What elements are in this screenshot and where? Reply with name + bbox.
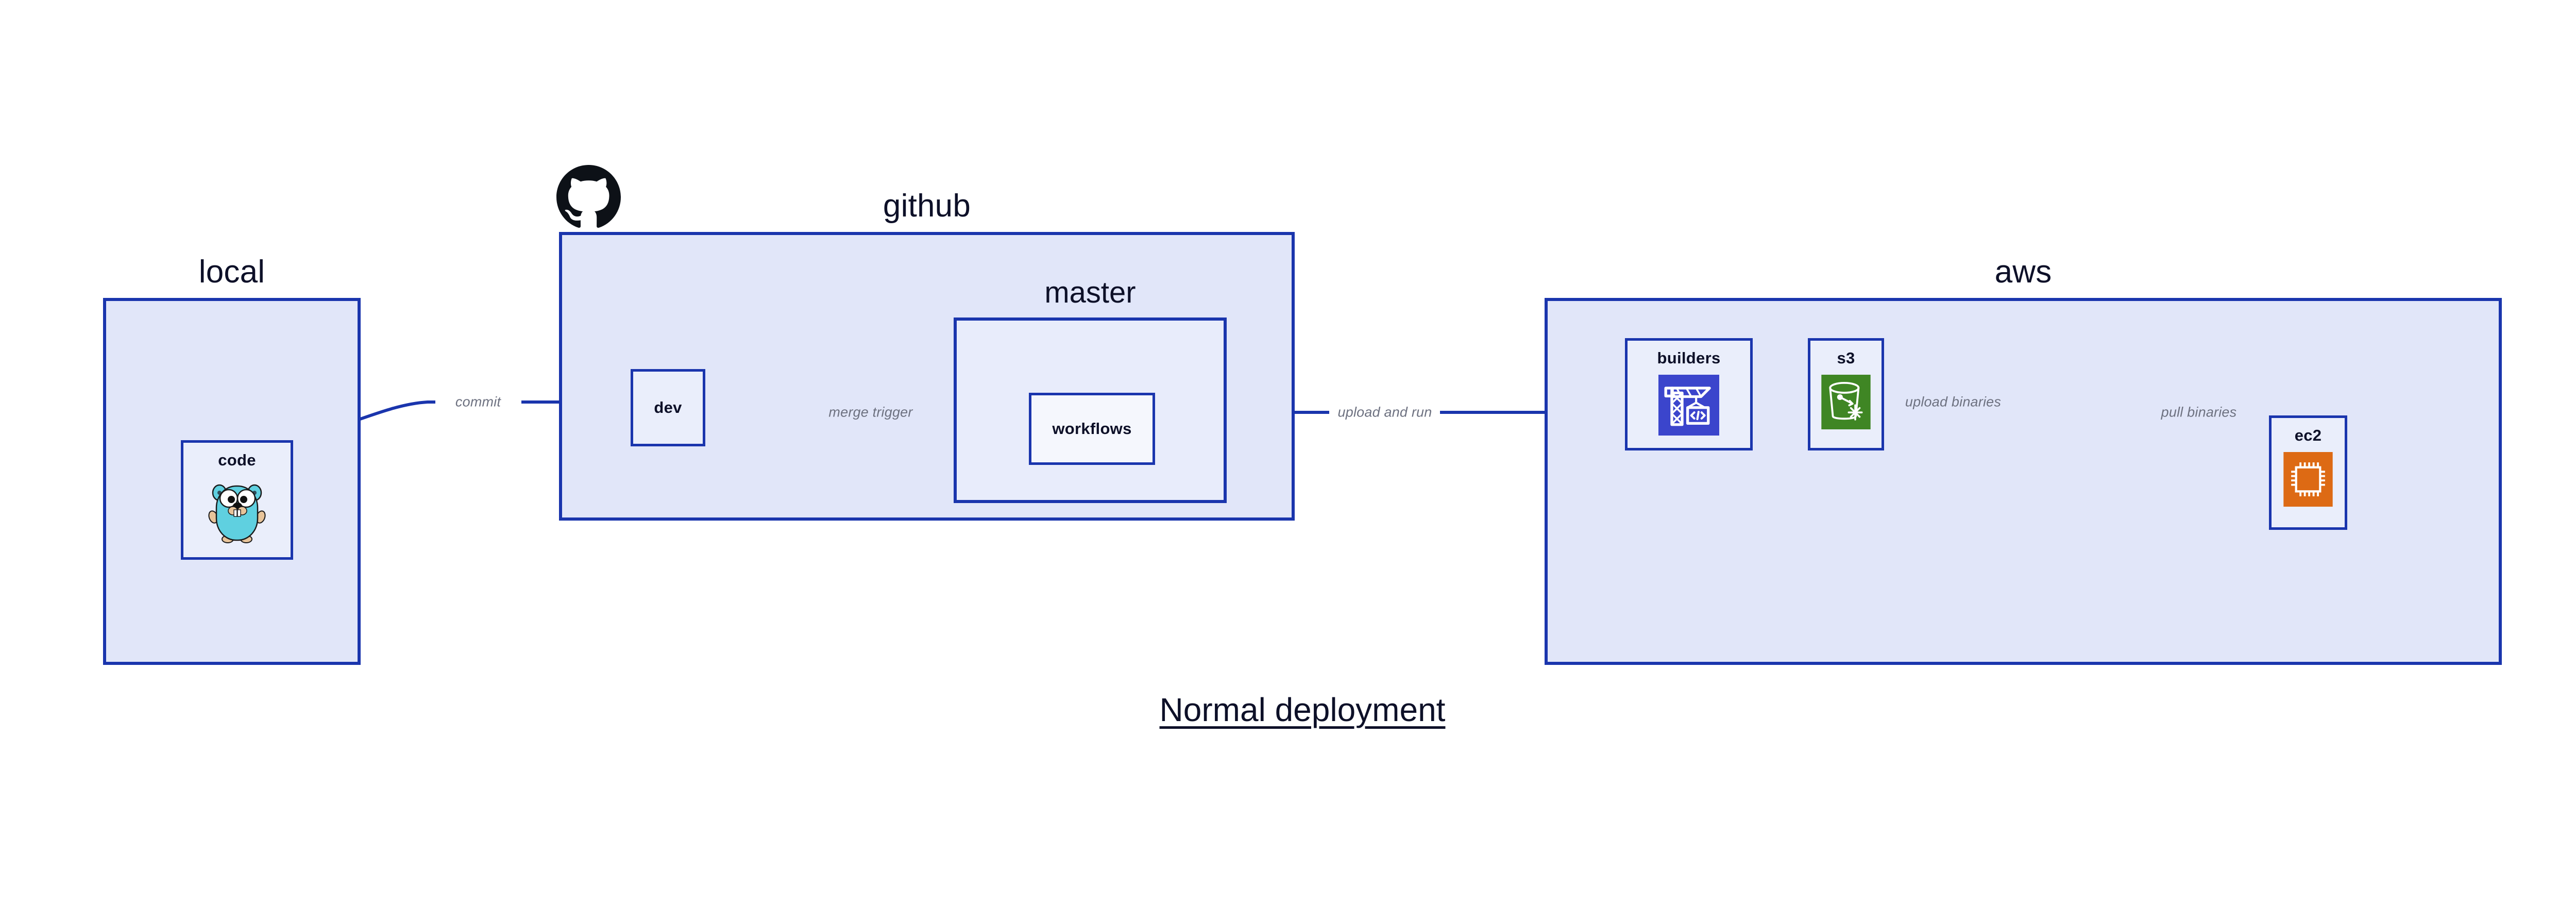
- node-ec2[interactable]: ec2: [2269, 415, 2347, 530]
- group-github[interactable]: github dev master workflows: [559, 188, 1295, 521]
- node-builders[interactable]: builders: [1625, 338, 1753, 450]
- node-dev[interactable]: dev: [631, 369, 705, 446]
- edge-label-upload-and-run: upload and run: [1337, 404, 1432, 420]
- group-github-label: github: [883, 188, 971, 224]
- s3-bucket-icon: [1821, 375, 1871, 429]
- group-local[interactable]: local code: [103, 254, 361, 665]
- cpu-chip-icon: [2283, 452, 2333, 507]
- crane-code-icon: [1658, 375, 1719, 436]
- node-code-label: code: [218, 451, 256, 469]
- subgroup-master-label: master: [1044, 276, 1136, 309]
- node-workflows[interactable]: workflows: [1029, 393, 1155, 465]
- group-aws[interactable]: aws builders: [1545, 254, 2502, 665]
- subgroup-master[interactable]: master workflows: [954, 276, 1227, 503]
- edge-label-commit: commit: [455, 394, 501, 410]
- go-gopher-icon: [206, 477, 268, 544]
- node-code[interactable]: code: [181, 440, 293, 560]
- node-ec2-label: ec2: [2294, 426, 2322, 444]
- node-builders-label: builders: [1657, 349, 1721, 367]
- node-s3[interactable]: s3: [1808, 338, 1884, 450]
- group-local-label: local: [198, 254, 265, 290]
- edge-label-upload-binaries: upload binaries: [1905, 394, 2002, 410]
- github-octocat-icon: [556, 165, 621, 229]
- edge-label-merge-trigger: merge trigger: [828, 404, 913, 420]
- diagram-title: Normal deployment: [1159, 691, 1446, 728]
- group-aws-label: aws: [1994, 254, 2052, 290]
- node-dev-label: dev: [654, 398, 682, 416]
- node-s3-label: s3: [1837, 349, 1855, 367]
- edge-label-pull-binaries: pull binaries: [2161, 404, 2237, 420]
- node-workflows-label: workflows: [1052, 420, 1132, 438]
